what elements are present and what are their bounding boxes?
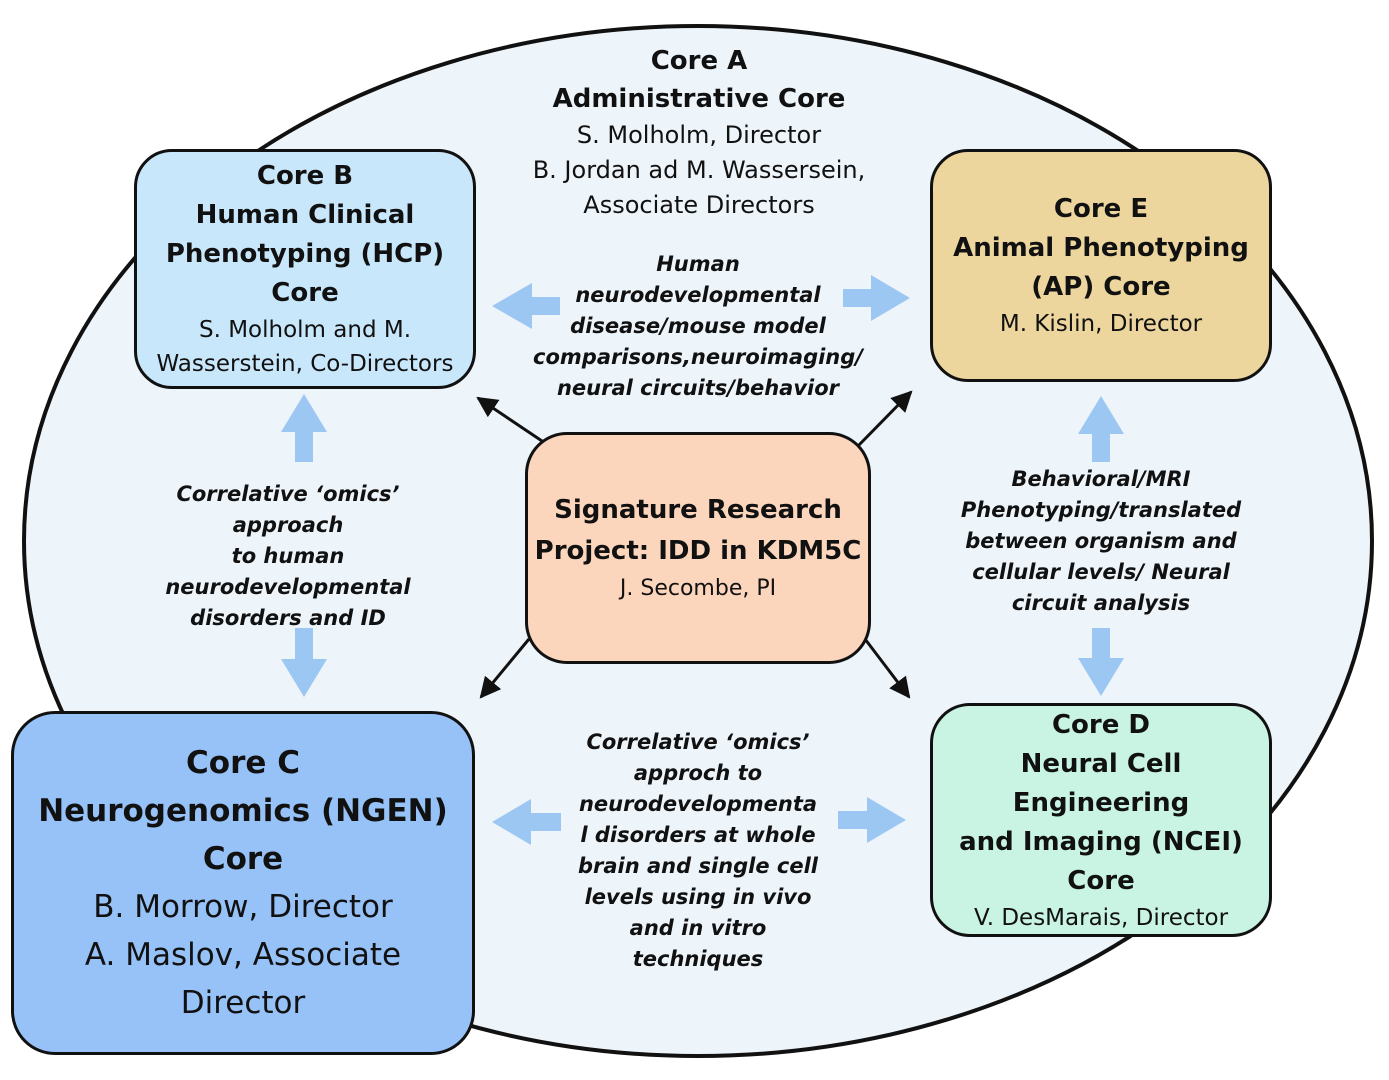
label-bottom-line: approch to: [633, 761, 763, 785]
core-b-name: Core: [271, 278, 339, 308]
core-e-title: Core E: [1053, 194, 1149, 224]
core-b-name: Phenotyping (HCP): [165, 239, 445, 269]
label-top-line: neurodevelopmental: [575, 283, 821, 307]
connector-to-core-c: [479, 638, 531, 699]
label-right: Behavioral/MRI Phenotyping/translated be…: [946, 464, 1256, 619]
arrow-down-to-core-c: [281, 628, 327, 697]
core-c-name: Core: [202, 841, 284, 877]
core-b-box: Core B Human Clinical Phenotyping (HCP) …: [134, 149, 476, 389]
label-top-line: comparisons,neuroimaging/: [533, 345, 863, 369]
core-a-line: Associate Directors: [583, 191, 815, 219]
core-b-name: Human Clinical: [195, 200, 415, 230]
label-left-line: to human: [231, 544, 345, 568]
label-top-line: neural circuits/behavior: [556, 376, 840, 400]
arrow-to-core-d: [838, 797, 906, 843]
label-right-line: Behavioral/MRI: [1011, 467, 1191, 491]
label-bottom-line: Correlative ‘omics’: [586, 730, 810, 754]
core-c-name: Neurogenomics (NGEN): [38, 793, 448, 829]
arrow-to-core-c: [492, 799, 561, 845]
core-a-name: Administrative Core: [552, 84, 846, 114]
label-bottom-line: l disorders at whole: [580, 823, 816, 847]
core-e-box: Core E Animal Phenotyping (AP) Core M. K…: [930, 149, 1272, 382]
label-left: Correlative ‘omics’ approach to human ne…: [118, 479, 458, 634]
core-e-name: Animal Phenotyping: [953, 233, 1249, 263]
core-c-box: Core C Neurogenomics (NGEN) Core B. Morr…: [11, 711, 475, 1055]
arrow-up-to-core-b: [281, 394, 327, 462]
core-c-title: Core C: [186, 745, 300, 781]
label-left-line: Correlative ‘omics’ approach: [176, 482, 400, 537]
core-a-title: Core A: [650, 46, 748, 76]
connector-to-core-d: [863, 638, 911, 699]
label-right-line: between organism and: [965, 529, 1237, 553]
core-b-line: S. Molholm and M.: [198, 317, 412, 343]
signature-name: Signature Research: [554, 495, 842, 525]
signature-project-box: Signature Research Project: IDD in KDM5C…: [525, 432, 871, 664]
core-e-line: M. Kislin, Director: [999, 311, 1203, 337]
core-a-line: S. Molholm, Director: [576, 121, 822, 149]
core-d-title: Core D: [1051, 709, 1151, 740]
signature-line: J. Secombe, PI: [619, 576, 777, 601]
arrow-down-to-core-d: [1078, 628, 1124, 696]
core-b-line: Wasserstein, Co-Directors: [156, 351, 454, 377]
label-bottom-line: neurodevelopmenta: [578, 792, 818, 816]
label-bottom-line: techniques: [632, 947, 764, 971]
label-right-line: cellular levels/ Neural: [972, 560, 1230, 584]
signature-name: Project: IDD in KDM5C: [534, 536, 862, 566]
label-bottom: Correlative ‘omics’ approch to neurodeve…: [563, 727, 833, 975]
core-d-name: and Imaging (NCEI): [959, 826, 1243, 857]
core-e-name: (AP) Core: [1031, 272, 1171, 302]
label-top: Human neurodevelopmental disease/mouse m…: [528, 249, 868, 404]
core-d-box: Core D Neural Cell Engineering and Imagi…: [930, 703, 1272, 937]
label-bottom-line: brain and single cell: [577, 854, 818, 878]
label-right-line: Phenotyping/translated: [960, 498, 1242, 522]
core-d-name: Neural Cell Engineering: [1012, 748, 1190, 818]
label-right-line: circuit analysis: [1011, 591, 1191, 615]
label-top-line: disease/mouse model: [570, 314, 826, 338]
core-a-line: B. Jordan ad M. Wassersein,: [532, 156, 866, 184]
core-c-line: B. Morrow, Director: [93, 889, 393, 925]
arrow-to-core-e: [843, 275, 910, 321]
arrow-up-to-core-e: [1078, 396, 1124, 462]
label-top-line: Human: [656, 252, 740, 276]
core-d-name: Core: [1067, 865, 1135, 896]
connector-to-core-e: [856, 390, 913, 448]
label-bottom-line: and in vitro: [629, 916, 767, 940]
label-left-line: neurodevelopmental: [165, 575, 411, 599]
connector-to-core-b: [476, 396, 543, 443]
core-a-block: Core A Administrative Core S. Molholm, D…: [499, 42, 899, 223]
core-d-line: V. DesMarais, Director: [973, 904, 1229, 931]
core-c-line: A. Maslov, Associate: [84, 937, 402, 973]
arrow-to-core-b: [492, 283, 560, 329]
label-bottom-line: levels using in vivo: [584, 885, 812, 909]
core-b-title: Core B: [256, 161, 354, 191]
core-c-line: Director: [180, 985, 306, 1021]
label-left-line: disorders and ID: [190, 606, 386, 630]
